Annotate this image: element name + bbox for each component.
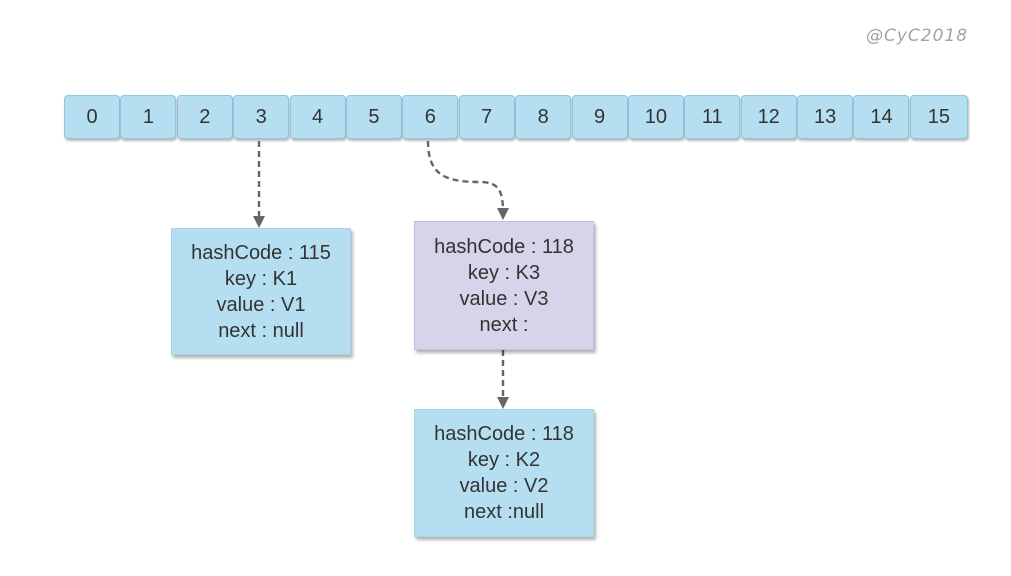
node-key: key : K1 (224, 267, 298, 290)
bucket-cell: 4 (289, 95, 346, 139)
node-key: key : K2 (467, 449, 541, 471)
arrow-bucket6-to-k3 (426, 140, 509, 220)
node-hashcode: hashCode : 115 (191, 241, 331, 264)
bucket-cell: 7 (458, 95, 515, 139)
node-hashcode: hashCode : 118 (434, 235, 574, 258)
bucket-cell: 2 (176, 95, 233, 139)
node-next: next : null (218, 319, 304, 342)
node-value: value : V2 (459, 475, 549, 497)
bucket-cell: 15 (909, 95, 968, 139)
node-value: value : V1 (216, 293, 306, 316)
bucket-cell: 6 (402, 95, 459, 139)
bucket-cell: 8 (515, 95, 572, 139)
node-hashcode: hashCode : 118 (434, 423, 574, 445)
bucket-cell: 11 (684, 95, 741, 139)
node-next: next :null (463, 501, 545, 523)
bucket-cell: 14 (853, 95, 910, 139)
entry-node-k1: hashCode : 115 key : K1 value : V1 next … (171, 228, 351, 355)
bucket-cell: 0 (64, 95, 120, 139)
bucket-array: 0 1 2 3 4 5 6 7 8 9 10 11 12 13 14 15 (64, 95, 968, 139)
entry-node-k3: hashCode : 118 key : K3 value : V3 next … (414, 221, 594, 350)
node-key: key : K3 (467, 261, 541, 284)
entry-node-k2: hashCode : 118 key : K2 value : V2 next … (414, 409, 594, 537)
node-next: next : (479, 313, 529, 336)
bucket-cell: 13 (797, 95, 854, 139)
bucket-cell: 9 (571, 95, 628, 139)
bucket-cell: 3 (233, 95, 290, 139)
watermark: @CyC2018 (866, 26, 969, 46)
bucket-cell: 10 (627, 95, 684, 139)
bucket-cell: 12 (740, 95, 797, 139)
node-value: value : V3 (459, 287, 549, 310)
bucket-cell: 1 (120, 95, 177, 139)
bucket-cell: 5 (345, 95, 402, 139)
